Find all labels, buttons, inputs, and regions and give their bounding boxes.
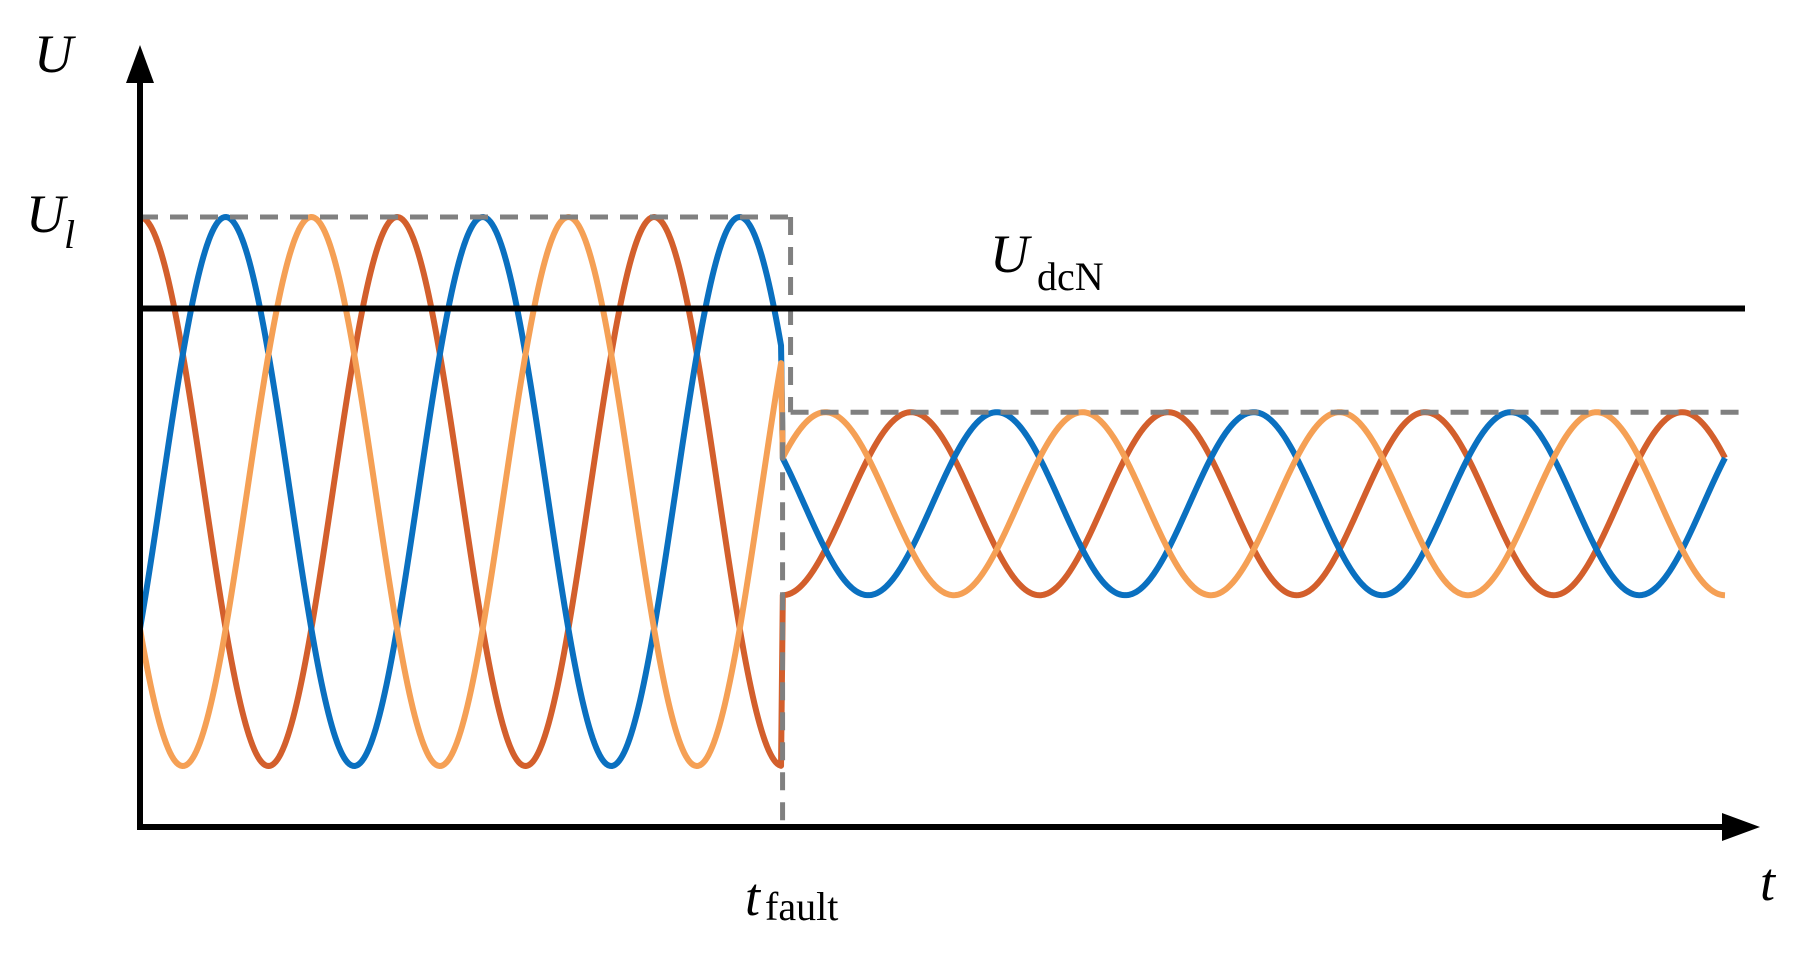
x-axis-label: t (1760, 852, 1777, 912)
guides-group (140, 214, 1745, 827)
series-line-3 (137, 214, 1727, 769)
series-line-1 (138, 214, 1728, 769)
x-axis-arrow (1722, 813, 1760, 841)
udc-label-sub: dcN (1037, 254, 1104, 299)
series-group (137, 214, 1728, 769)
udc-label-main: U (990, 224, 1032, 284)
x-tick-tfault-sub: fault (765, 884, 838, 929)
udc-label: U dcN (990, 224, 1104, 299)
y-tick-ul-sub: l (64, 212, 75, 257)
y-tick-ul-main: U (26, 184, 68, 244)
axes-group (126, 45, 1760, 841)
y-tick-ul: U l (26, 184, 75, 257)
y-axis-arrow (126, 45, 154, 83)
x-tick-tfault-main: t (745, 867, 762, 927)
x-tick-tfault: t fault (745, 867, 838, 929)
series-line-2 (137, 214, 1728, 769)
y-axis-label: U (34, 24, 76, 84)
